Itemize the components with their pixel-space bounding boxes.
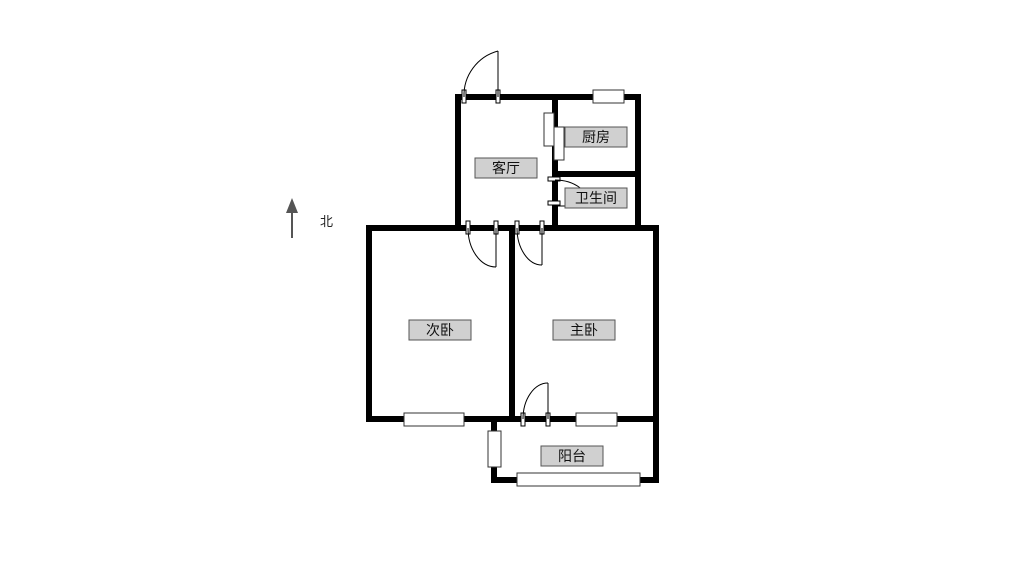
svg-text:阳台: 阳台 xyxy=(558,449,586,465)
living-room-label: 客厅 xyxy=(474,157,538,179)
north-arrow-icon xyxy=(286,198,298,213)
kitchen-label: 厨房 xyxy=(564,126,628,148)
kitchen-window xyxy=(592,89,625,104)
windows xyxy=(403,89,641,487)
north-compass: 北 xyxy=(286,198,333,238)
entrance-door xyxy=(461,50,501,104)
balcony-side-window xyxy=(487,430,502,468)
master-bedroom-door xyxy=(514,220,545,266)
kitchen-door-leaf xyxy=(553,126,565,161)
second-bedroom-window xyxy=(403,412,465,427)
svg-text:卫生间: 卫生间 xyxy=(575,191,617,207)
second-bedroom-label: 次卧 xyxy=(408,319,472,341)
balcony-door xyxy=(520,382,551,427)
room-labels: 客厅 厨房 卫生间 次卧 主卧 阳台 xyxy=(408,126,628,467)
master-bedroom-window xyxy=(575,412,618,427)
svg-text:主卧: 主卧 xyxy=(570,323,598,339)
upper-block-wall xyxy=(455,94,641,230)
north-label: 北 xyxy=(320,215,333,230)
bathroom-label: 卫生间 xyxy=(564,187,628,209)
balcony-front-window xyxy=(516,472,641,487)
svg-text:次卧: 次卧 xyxy=(426,323,454,339)
svg-text:厨房: 厨房 xyxy=(582,130,610,146)
master-bedroom-label: 主卧 xyxy=(552,319,616,341)
svg-text:客厅: 客厅 xyxy=(492,160,520,177)
kitchen-door-frame xyxy=(543,112,555,147)
doors xyxy=(461,50,591,427)
second-bedroom-door xyxy=(465,220,499,268)
balcony-label: 阳台 xyxy=(540,445,604,467)
